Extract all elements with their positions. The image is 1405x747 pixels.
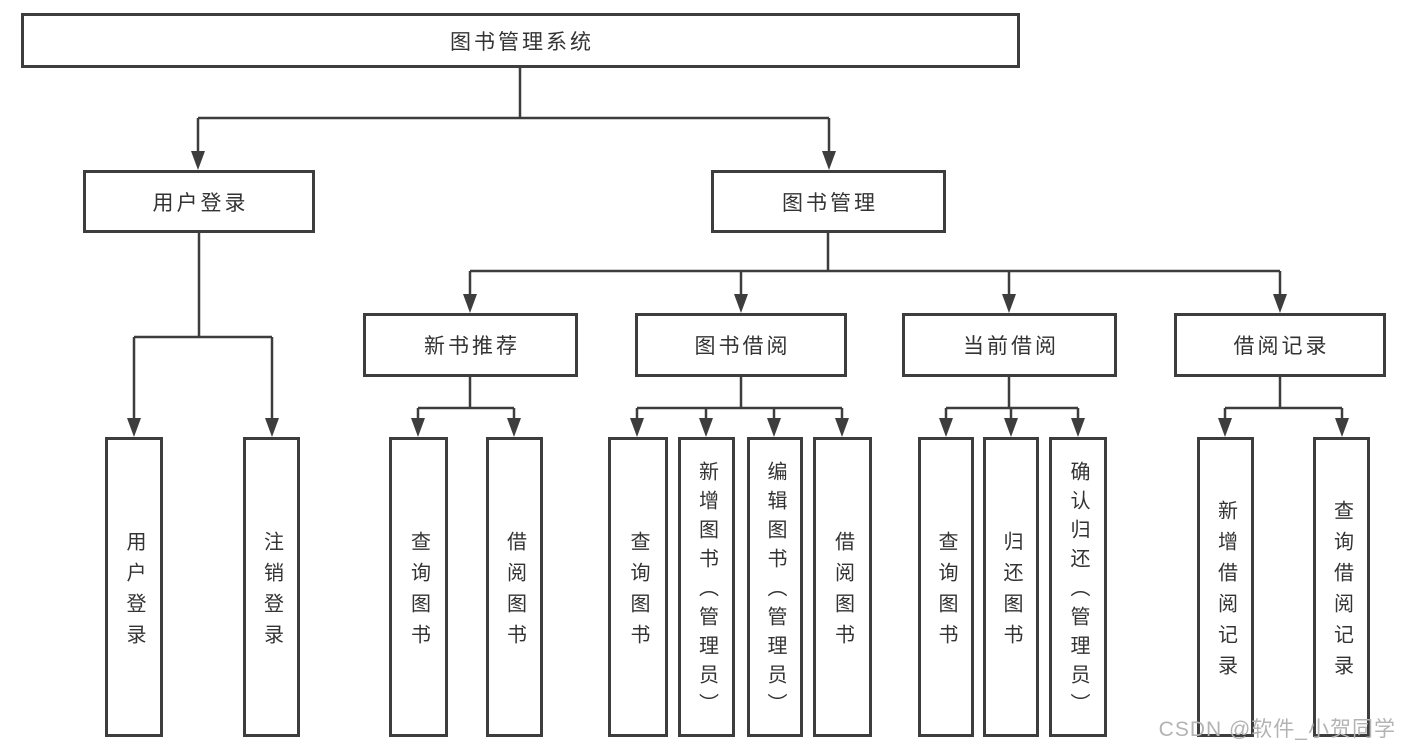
node-label: 查询图书 <box>407 530 430 655</box>
leaf-cb-return-books: 归还图书 <box>983 437 1039 737</box>
connector-borrow-records-children <box>1218 377 1349 437</box>
leaf-bb-borrow-books: 借阅图书 <box>813 437 872 737</box>
node-label: 借阅图书 <box>831 530 854 655</box>
node-book-borrow: 图书借阅 <box>635 313 847 377</box>
leaf-nbr-borrow-books: 借阅图书 <box>486 437 543 737</box>
leaf-nbr-query-books: 查询图书 <box>389 437 448 737</box>
node-label: 查询借阅记录 <box>1330 499 1353 686</box>
node-label: 新增借阅记录 <box>1214 499 1237 686</box>
connector-book-borrow-children <box>630 377 849 437</box>
connector-book-management-groups <box>463 233 1287 313</box>
node-system-root: 图书管理系统 <box>21 13 1020 68</box>
leaf-br-add-record: 新增借阅记录 <box>1197 437 1254 737</box>
leaf-cb-query-books: 查询图书 <box>918 437 974 737</box>
node-label: 当前借阅 <box>963 335 1059 358</box>
node-label: 查询图书 <box>935 530 957 655</box>
leaf-br-query-record: 查询借阅记录 <box>1313 437 1370 737</box>
node-book-management: 图书管理 <box>711 170 946 233</box>
connector-current-borrow-children <box>939 377 1085 437</box>
node-label: 图书管理系统 <box>450 30 594 54</box>
node-new-book-recommend: 新书推荐 <box>363 313 578 377</box>
node-label: 归还图书 <box>1000 530 1022 655</box>
node-label: 新书推荐 <box>424 335 520 358</box>
node-label: 确认归还（管理员） <box>1067 461 1089 722</box>
node-label: 图书管理 <box>782 191 878 215</box>
connector-new-book-recommend-children <box>411 377 521 437</box>
node-label: 借阅记录 <box>1233 335 1330 358</box>
node-label: 借阅图书 <box>503 530 526 655</box>
node-label: 注销登录 <box>260 530 283 655</box>
leaf-cb-confirm-return-admin: 确认归还（管理员） <box>1049 437 1107 737</box>
leaf-user-login: 用户登录 <box>105 437 163 737</box>
node-user-login: 用户登录 <box>83 170 315 233</box>
watermark: CSDN @软件_小贺同学 <box>1158 718 1396 741</box>
node-label: 用户登录 <box>152 191 249 215</box>
leaf-bb-add-books-admin: 新增图书（管理员） <box>678 437 735 737</box>
node-label: 新增图书（管理员） <box>695 461 718 722</box>
connector-user-login-children <box>127 233 279 437</box>
leaf-bb-edit-books-admin: 编辑图书（管理员） <box>747 437 803 737</box>
node-label: 用户登录 <box>123 530 145 655</box>
leaf-bb-query-books: 查询图书 <box>608 437 668 737</box>
node-label: 编辑图书（管理员） <box>764 461 786 722</box>
leaf-logout: 注销登录 <box>243 437 300 737</box>
node-current-borrow: 当前借阅 <box>902 313 1117 377</box>
connector-root-to-level2 <box>191 68 836 170</box>
node-borrow-records: 借阅记录 <box>1174 313 1386 377</box>
node-label: 图书借阅 <box>694 335 791 358</box>
node-label: 查询图书 <box>627 530 649 655</box>
